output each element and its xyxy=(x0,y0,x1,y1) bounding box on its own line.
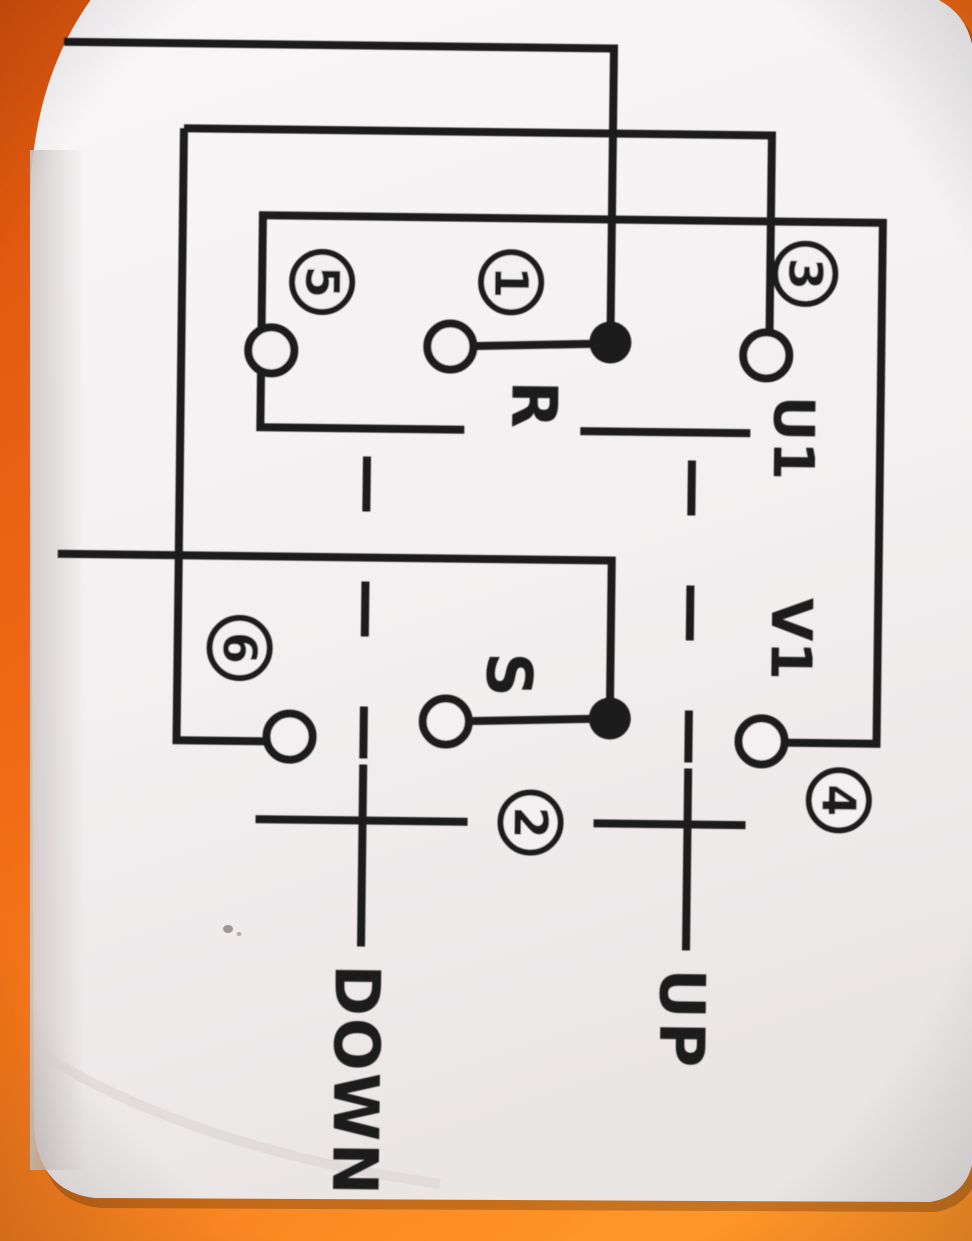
wiring-diagram-photo: 5 1 3 6 2 4 R S U1 V1 UP DOWN xyxy=(0,0,972,1241)
photo-vignette xyxy=(0,0,972,1241)
photo-scene: 5 1 3 6 2 4 R S U1 V1 UP DOWN xyxy=(0,0,972,1241)
